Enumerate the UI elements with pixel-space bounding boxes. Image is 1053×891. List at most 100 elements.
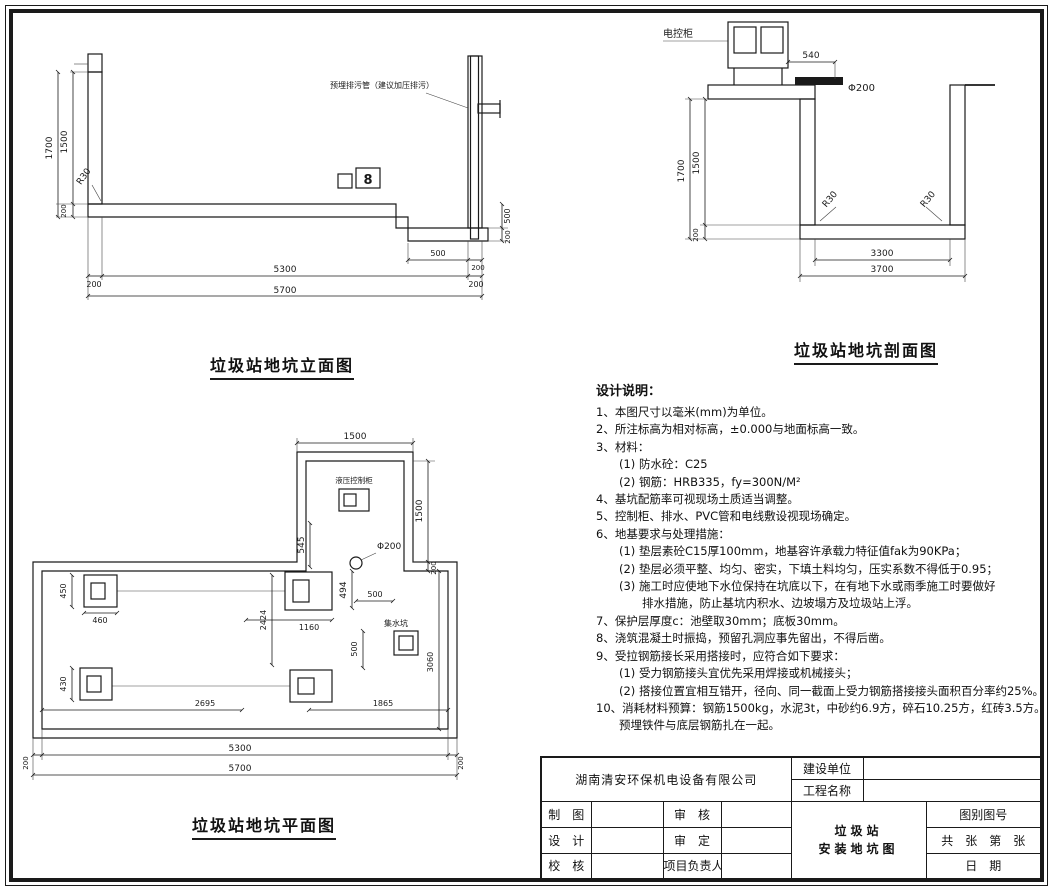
fillet-r30-label: R30 <box>75 167 94 187</box>
approve-label: 审 定 <box>662 826 722 854</box>
note-line: 预埋铁件与底层钢筋扎在一起。 <box>596 718 780 733</box>
dim-notch-depth-1500: 1500 <box>415 499 425 522</box>
dim-sump-500: 500 <box>350 641 359 656</box>
approve-value <box>720 826 792 854</box>
pipe-note-label: 预埋排污管（建议加压排污） <box>330 80 434 90</box>
drawing-sheet-title-line2: 安装地坑图 <box>818 841 899 856</box>
company-name: 湖南清安环保机电设备有限公司 <box>540 756 792 802</box>
drawing-no-label: 图别图号 <box>925 800 1042 828</box>
dim-1500: 1500 <box>60 130 70 153</box>
construction-unit-value <box>862 756 1042 780</box>
dim-2695: 2695 <box>195 699 215 708</box>
note-line: 6、地基要求与处理措施： <box>596 526 730 541</box>
dim-545: 545 <box>297 536 307 553</box>
elevation-structure <box>70 53 501 242</box>
note-line: 10、消耗材料预算：钢筋1500kg，水泥3t，中砂约6.9方，碎石10.25方… <box>596 700 1046 715</box>
note-line: (2) 钢筋：HRB335，fy=300N/M² <box>596 474 801 489</box>
section-structure: Φ200 <box>707 77 995 240</box>
section-dimensions: 540 1700 1500 200 3300 3700 <box>677 51 968 282</box>
dim-500-top: 500 <box>367 590 382 599</box>
fillet-r30-right: R30 <box>919 190 938 210</box>
dim-5700: 5700 <box>229 764 252 774</box>
elevation-title: 垃圾站地坑立面图 <box>210 352 355 380</box>
check-label: 校 核 <box>540 852 592 880</box>
dim-1160: 1160 <box>299 623 319 632</box>
sheets-label: 共 张 第 张 <box>925 826 1042 854</box>
dim-5300: 5300 <box>274 265 297 275</box>
dim-450: 450 <box>59 583 68 598</box>
drawing-sheet-title: 垃圾站 安装地坑图 <box>790 800 927 880</box>
sump-pit: 集水坑 <box>384 618 419 656</box>
section-title: 垃圾站地坑剖面图 <box>794 337 939 365</box>
dim-494: 494 <box>339 581 349 598</box>
dim-460: 460 <box>92 616 107 625</box>
dim-bottom-right-200: 200 <box>468 280 483 289</box>
note-line: (2) 搭接位置宜相互错开，径向、同一截面上受力钢筋搭接接头面积百分率约25%。 <box>596 683 1045 698</box>
dim-1700: 1700 <box>45 136 55 159</box>
dim-1700: 1700 <box>677 159 687 182</box>
dim-bottom-left-200: 200 <box>86 280 101 289</box>
note-line: (1) 防水砼：C25 <box>596 457 708 472</box>
hydraulic-cabinet-label: 液压控制柜 <box>335 475 373 485</box>
elevation-drawing: 8 预埋排污管（建议加压排污） R30 1700 1500 200 <box>45 53 512 300</box>
note-line: 5、控制柜、排水、PVC管和电线敷设视现场确定。 <box>596 509 857 524</box>
design-notes: 设计说明： 1、本图尺寸以毫米(mm)为单位。 2、所注标高为相对标高，±0.0… <box>596 380 1046 735</box>
dim-540: 540 <box>802 51 819 61</box>
project-name-label: 工程名称 <box>790 778 864 802</box>
dim-1865: 1865 <box>373 699 393 708</box>
dim-2424: 2424 <box>259 610 268 630</box>
dim-pipe-dia: Φ200 <box>377 542 402 552</box>
fillet-r30-left: R30 <box>821 190 840 210</box>
project-name-value <box>862 778 1042 802</box>
pipe-penetration: Φ200 <box>349 542 402 570</box>
dim-3060: 3060 <box>426 652 435 672</box>
construction-unit-label: 建设单位 <box>790 756 864 780</box>
elevation-detail-mark: 8 <box>337 167 381 189</box>
sump-label: 集水坑 <box>384 618 408 628</box>
draw-label: 制 图 <box>540 800 592 828</box>
dim-5700: 5700 <box>274 286 297 296</box>
dim-notch-1500: 1500 <box>344 432 367 442</box>
dim-step-500: 500 <box>503 208 512 223</box>
dim-bottom-right-200: 200 <box>457 756 465 769</box>
plan-dimensions: 1500 1500 200 545 494 500 450 460 430 <box>22 432 465 780</box>
note-line: 2、所注标高为相对标高，±0.000与地面标高一致。 <box>596 422 865 437</box>
note-line: (2) 垫层必须平整、均匀、密实，下填土料均匀，压实系数不得低于0.95； <box>596 561 999 576</box>
dim-pipe-dia: Φ200 <box>848 83 875 94</box>
dim-3700: 3700 <box>871 265 894 275</box>
dim-notch-wall-200: 200 <box>430 561 438 574</box>
note-line: 7、保护层厚度c：池壁取30mm；底板30mm。 <box>596 613 845 628</box>
design-label: 设 计 <box>540 826 592 854</box>
embedded-anchor-plates <box>79 571 333 703</box>
elevation-pipe-note: 预埋排污管（建议加压排污） <box>330 80 469 109</box>
dim-1500: 1500 <box>692 151 702 174</box>
plan-title: 垃圾站地坑平面图 <box>192 812 337 840</box>
design-notes-title: 设计说明： <box>596 384 662 399</box>
cabinet-label: 电控柜 <box>663 27 693 40</box>
section-fillets: R30 R30 <box>819 190 943 222</box>
elevation-dimensions: 1700 1500 200 200 5300 200 5700 500 <box>45 69 512 300</box>
review-label: 审 核 <box>662 800 722 828</box>
drawing-sheet-title-line1: 垃圾站 <box>834 823 883 838</box>
note-line: 3、材料： <box>596 439 650 454</box>
note-line: (1) 垫层素砼C15厚100mm，地基容许承载力特征值fak为90KPa； <box>596 544 967 559</box>
note-line: (3) 施工时应使地下水位保持在坑底以下，在有地下水或雨季施工时要做好 <box>596 579 996 594</box>
detail-mark-8: 8 <box>363 173 372 188</box>
section-drawing: 电控柜 Φ200 R30 R30 540 <box>663 21 995 282</box>
dim-430: 430 <box>59 676 68 691</box>
check-value <box>590 852 664 880</box>
plan-drawing: 液压控制柜 Φ200 集水坑 <box>22 432 465 780</box>
dim-5300: 5300 <box>229 744 252 754</box>
design-value <box>590 826 664 854</box>
dim-step-slab-200: 200 <box>504 230 512 243</box>
dim-bottom-left-200: 200 <box>22 756 30 769</box>
review-value <box>720 800 792 828</box>
plan-structure <box>32 451 458 739</box>
note-line: 9、受拉钢筋接长采用搭接时，应符合如下要求： <box>596 648 845 663</box>
draw-value <box>590 800 664 828</box>
note-line: 排水措施，防止基坑内积水、边坡塌方及垃圾站上浮。 <box>596 596 918 611</box>
project-leader-value <box>720 852 792 880</box>
dim-slab-200: 200 <box>692 228 700 241</box>
dim-step-edge-200: 200 <box>471 264 484 272</box>
